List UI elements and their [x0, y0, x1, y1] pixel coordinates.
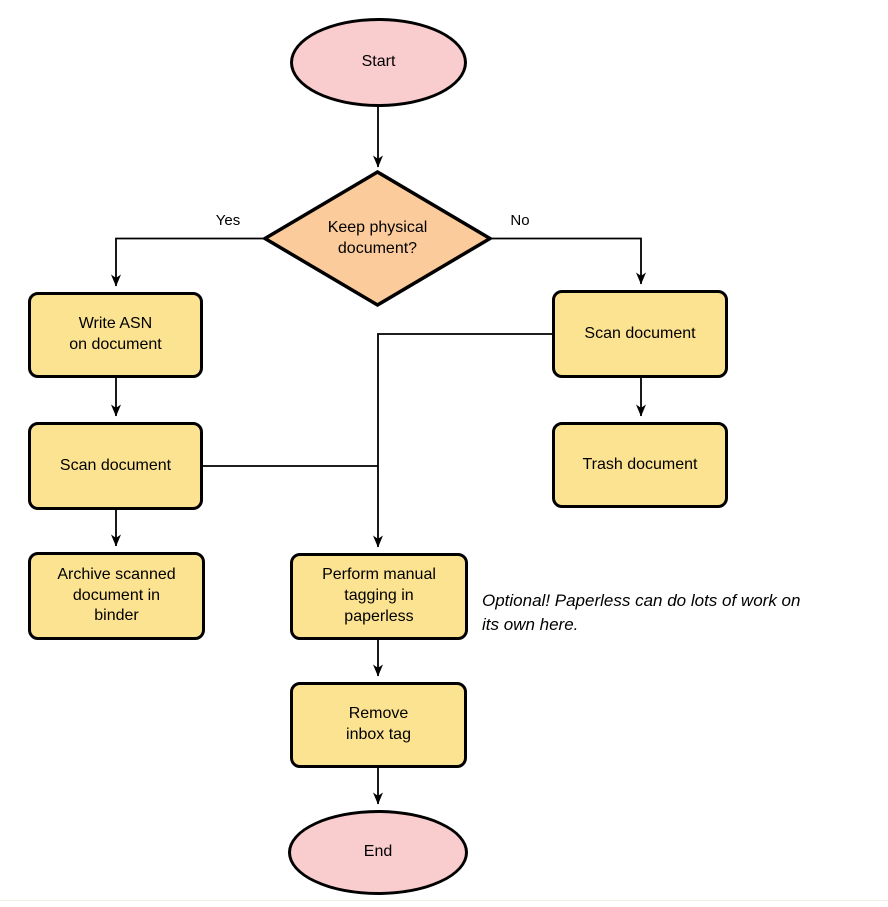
- edge-label-no: No: [510, 212, 530, 230]
- edge-decision-yes: [111, 237, 265, 287]
- edge-decision-no: [490, 237, 646, 285]
- node-remove-inbox-tag: Remove inbox tag: [290, 682, 467, 768]
- node-end: End: [288, 810, 468, 895]
- footer-divider-line: [0, 900, 888, 901]
- edge-scanright-to-perform: [373, 333, 552, 548]
- node-start: Start: [290, 18, 467, 107]
- annotation-optional-note: Optional! Paperless can do lots of work …: [482, 591, 801, 634]
- node-scan-document-left: Scan document: [28, 422, 203, 510]
- node-decision-label: Keep physical document?: [327, 219, 428, 257]
- node-archive-in-binder: Archive scanned document in binder: [28, 552, 205, 640]
- node-perform-manual-tagging: Perform manual tagging in paperless: [290, 553, 468, 640]
- node-scan-document-right: Scan document: [552, 290, 728, 378]
- node-write-asn: Write ASN on document: [28, 292, 203, 378]
- decision-diamond-shape: [261, 169, 494, 308]
- edge-label-yes: Yes: [215, 212, 241, 230]
- node-trash-document: Trash document: [552, 422, 728, 508]
